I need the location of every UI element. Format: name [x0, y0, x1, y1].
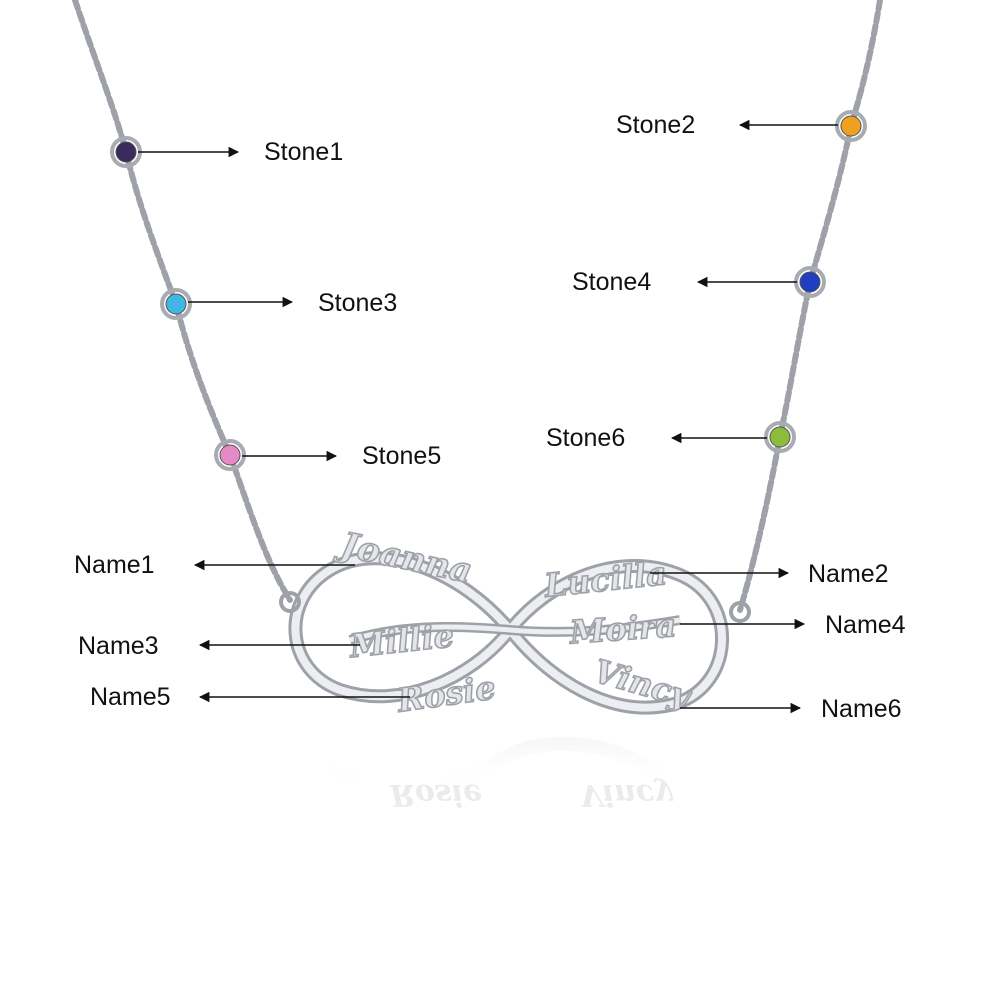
- right-chain: [737, 0, 883, 613]
- label-name6: Name6: [821, 695, 902, 723]
- stone5-gem[interactable]: [214, 439, 246, 471]
- stone4-gem[interactable]: [794, 266, 826, 298]
- label-stone6: Stone6: [546, 424, 626, 452]
- label-stone1: Stone1: [264, 138, 344, 166]
- engraving-name3: Millie: [347, 616, 456, 665]
- label-stone4: Stone4: [572, 268, 652, 296]
- stone3-gem[interactable]: [160, 288, 192, 320]
- stone2-gem[interactable]: [835, 110, 867, 142]
- stone6-gem[interactable]: [764, 421, 796, 453]
- stone1-gem[interactable]: [110, 136, 142, 168]
- label-name5: Name5: [90, 683, 171, 711]
- infinity-pendant: [279, 551, 751, 715]
- label-name4: Name4: [825, 611, 906, 639]
- label-name3: Name3: [78, 632, 159, 660]
- pendant-reflection: Rosie Vincy: [326, 736, 674, 812]
- engraving-name5: Rosie: [394, 668, 498, 719]
- label-name2: Name2: [808, 560, 889, 588]
- engraving-name2: Lucilla: [542, 554, 669, 605]
- engraving-name1: Joanna: [332, 524, 476, 592]
- engraving-name4: Moira: [568, 606, 678, 651]
- svg-text:Rosie: Rosie: [389, 777, 482, 812]
- label-stone2: Stone2: [616, 111, 696, 139]
- label-stone3: Stone3: [318, 289, 398, 317]
- label-name1: Name1: [74, 551, 155, 579]
- svg-text:Vincy: Vincy: [580, 777, 674, 812]
- label-stone5: Stone5: [362, 442, 442, 470]
